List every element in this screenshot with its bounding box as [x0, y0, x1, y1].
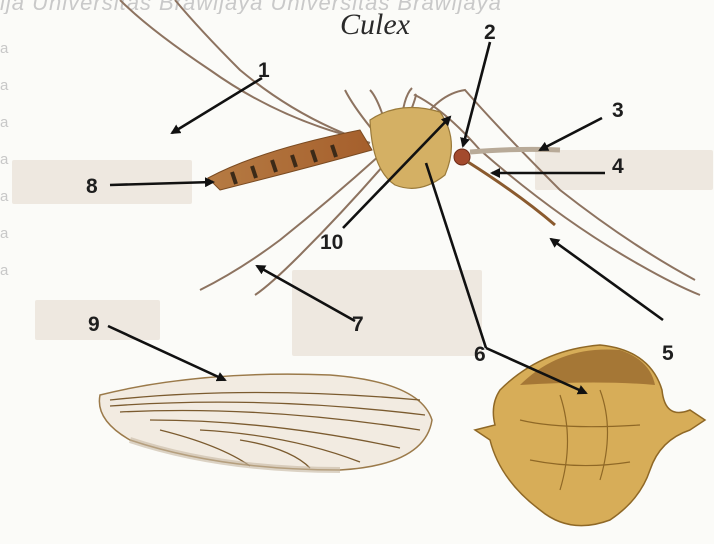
mosquito [120, 0, 700, 295]
label-6: 6 [474, 344, 486, 365]
wing [99, 374, 432, 470]
blank-label-box [12, 160, 192, 204]
label-1: 1 [258, 60, 270, 81]
diagram-title: Culex [340, 8, 410, 42]
arrow-9 [108, 326, 225, 380]
antenna [470, 149, 560, 152]
arrow-1 [172, 78, 262, 133]
head [454, 149, 470, 165]
label-9: 9 [88, 314, 100, 335]
thorax-closeup [475, 345, 705, 526]
label-5: 5 [662, 343, 674, 364]
label-8: 8 [86, 176, 98, 197]
arrow-2 [463, 42, 490, 146]
blank-label-box [535, 150, 713, 190]
arrow-3 [540, 118, 602, 150]
abdomen [208, 130, 372, 190]
blank-label-box [292, 270, 482, 356]
label-3: 3 [612, 100, 624, 121]
label-4: 4 [612, 156, 624, 177]
label-10: 10 [320, 232, 343, 253]
label-7: 7 [352, 314, 364, 335]
label-2: 2 [484, 22, 496, 43]
thorax [370, 108, 451, 189]
leg [120, 0, 365, 140]
